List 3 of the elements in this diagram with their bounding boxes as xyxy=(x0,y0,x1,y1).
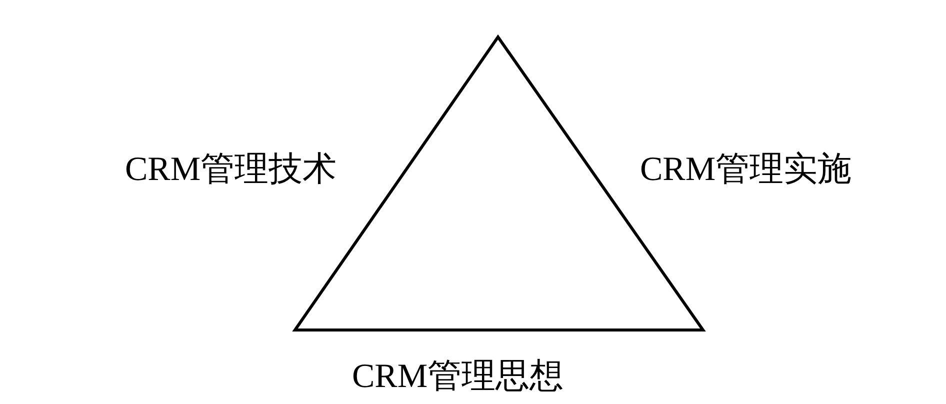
side-label: CRM管理技术 xyxy=(125,150,337,190)
side-label: CRM管理实施 xyxy=(640,150,852,190)
side-label: CRM管理思想 xyxy=(352,357,564,397)
